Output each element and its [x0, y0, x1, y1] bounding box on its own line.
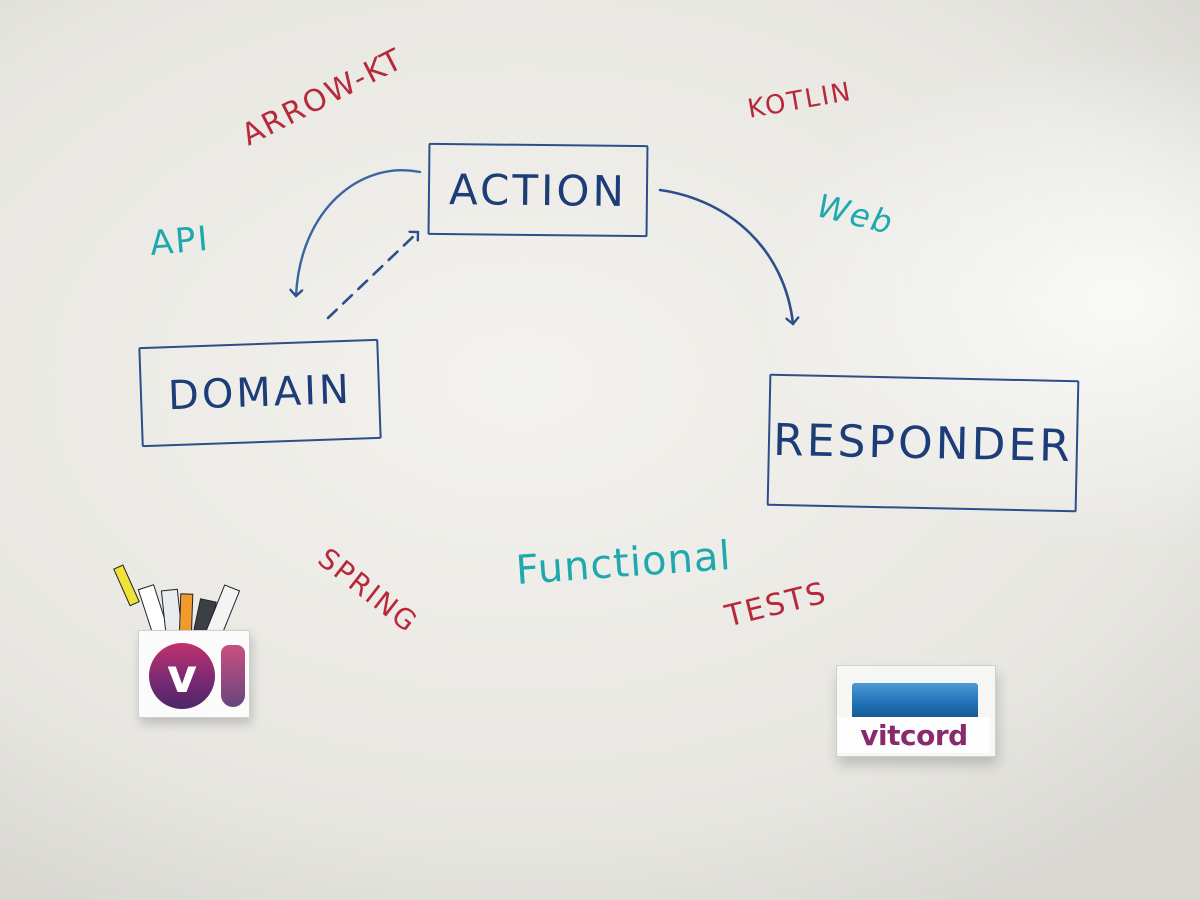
- domain-label: DOMAIN: [167, 366, 353, 420]
- eraser-holder: vitcord: [836, 665, 996, 760]
- arrow-action-to-responder: [658, 188, 793, 324]
- marker-cup: v: [138, 630, 250, 718]
- brand-logo-side: [221, 645, 245, 707]
- responder-label: RESPONDER: [772, 414, 1074, 472]
- domain-box: DOMAIN: [138, 338, 382, 448]
- marker-holder: v: [110, 560, 260, 720]
- action-label: ACTION: [448, 164, 628, 216]
- eraser-tray-front: vitcord: [838, 717, 990, 753]
- arrow-action-to-domain: [296, 169, 422, 296]
- brand-logo-mark: v: [167, 649, 197, 703]
- eraser-icon: [852, 683, 978, 719]
- brand-logo: v: [149, 643, 215, 709]
- action-box: ACTION: [427, 142, 649, 238]
- brand-wordmark: vitcord: [860, 718, 968, 752]
- arrow-domain-to-action-dashed: [326, 232, 420, 320]
- responder-box: RESPONDER: [766, 373, 1080, 513]
- word-api: API: [148, 218, 212, 264]
- markers-icon: [113, 564, 241, 644]
